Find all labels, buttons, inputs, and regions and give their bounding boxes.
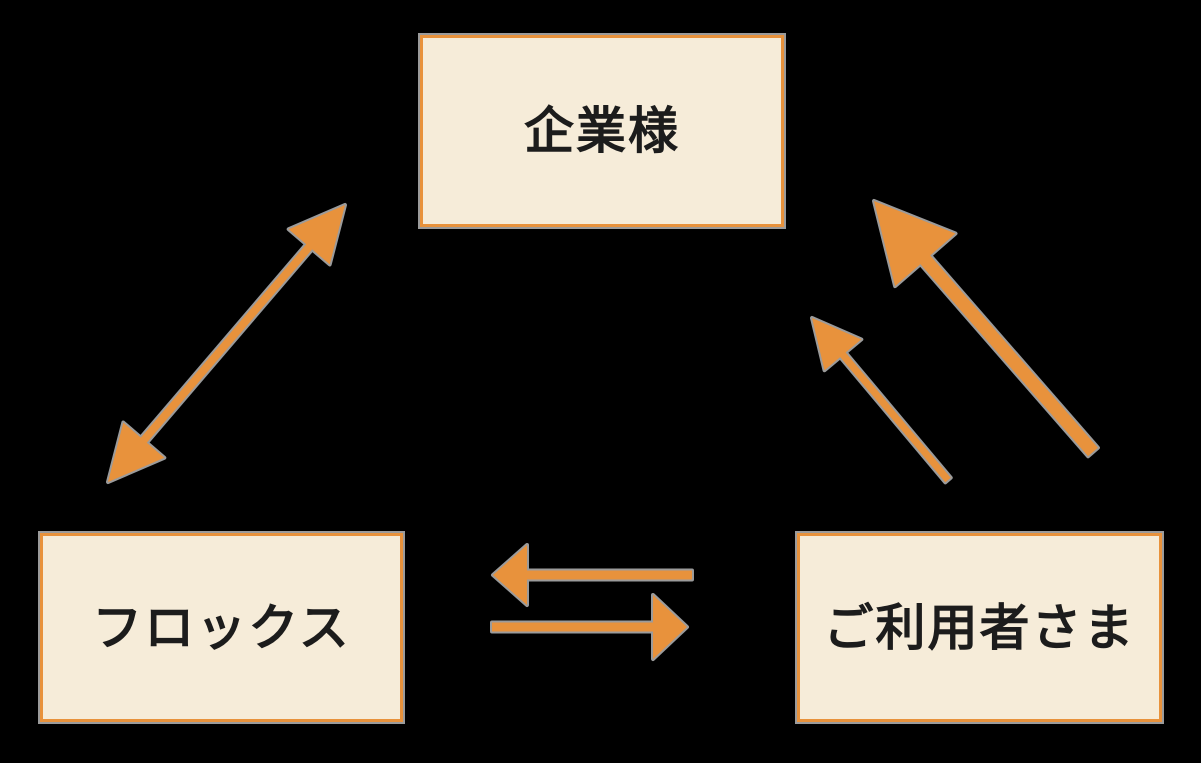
arrow-phlox-users-right-icon	[490, 593, 689, 661]
node-phlox: フロックス	[40, 533, 403, 722]
node-phlox-label: フロックス	[92, 598, 351, 657]
arrow-users-company-thick-icon	[872, 199, 1100, 459]
arrow-users-phlox-left-icon	[491, 543, 694, 607]
node-company-label: 企業様	[524, 102, 680, 160]
arrow-users-company-thin-icon	[810, 316, 953, 485]
node-users-label: ご利用者さま	[823, 598, 1136, 657]
arrow-phlox-company-bidirectional-icon	[106, 203, 347, 484]
node-users: ご利用者さま	[797, 533, 1162, 722]
node-company: 企業様	[420, 35, 784, 227]
